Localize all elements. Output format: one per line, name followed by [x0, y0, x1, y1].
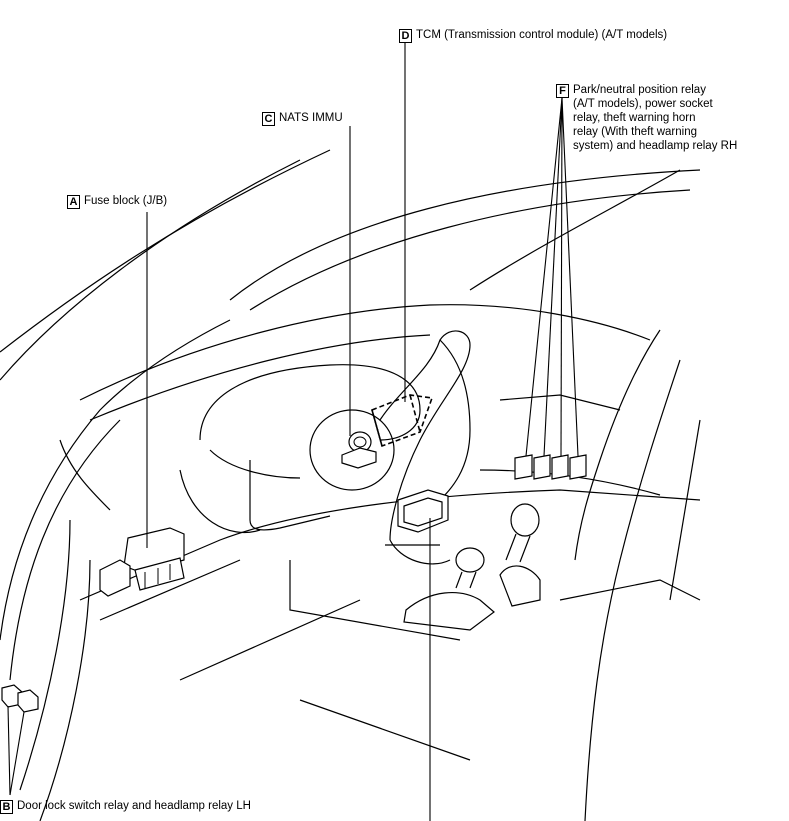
callout-c-letter: C	[262, 112, 275, 126]
callout-f-letter: F	[556, 84, 569, 98]
callout-f: F Park/neutral position relay (A/T model…	[556, 83, 737, 153]
callout-f-text: Park/neutral position relay (A/T models)…	[573, 83, 737, 153]
callout-c: C NATS IMMU	[262, 111, 343, 126]
callout-c-text: NATS IMMU	[279, 112, 343, 124]
windshield-outline	[0, 149, 701, 381]
callout-f-line: system) and headlamp relay RH	[573, 140, 738, 152]
dashboard-top	[59, 304, 701, 621]
callout-b: B Door lock switch relay and headlamp rel…	[0, 799, 251, 814]
nats-immu-part	[341, 431, 377, 469]
callout-a-text: Fuse block (J/B)	[84, 195, 168, 207]
tcm-hidden-outline	[371, 394, 434, 448]
callout-b-text: Door lock switch relay and headlamp rela…	[17, 800, 251, 812]
callout-d: D TCM (Transmission control module) (A/T …	[399, 28, 667, 43]
fuse-block-part	[99, 527, 185, 597]
center-console	[179, 489, 701, 761]
instrument-cluster	[179, 364, 421, 534]
right-trim	[499, 329, 701, 821]
callout-f-line: Park/neutral position relay	[573, 84, 706, 96]
callout-d-text: TCM (Transmission control module) (A/T m…	[416, 29, 668, 41]
callout-f-line: relay, theft warning horn	[573, 112, 696, 124]
steering-column	[309, 330, 471, 565]
callout-a: A Fuse block (J/B)	[67, 194, 167, 209]
relays-f	[514, 454, 587, 480]
relays-b	[1, 684, 39, 713]
door-frame	[0, 319, 231, 821]
callout-d-letter: D	[399, 29, 412, 43]
callout-f-line: (A/T models), power socket	[573, 98, 713, 110]
callout-f-line: relay (With theft warning	[573, 126, 697, 138]
callout-b-letter: B	[0, 800, 13, 814]
callout-a-letter: A	[67, 195, 80, 209]
leader-lines	[7, 42, 579, 821]
shift-levers	[403, 503, 541, 631]
